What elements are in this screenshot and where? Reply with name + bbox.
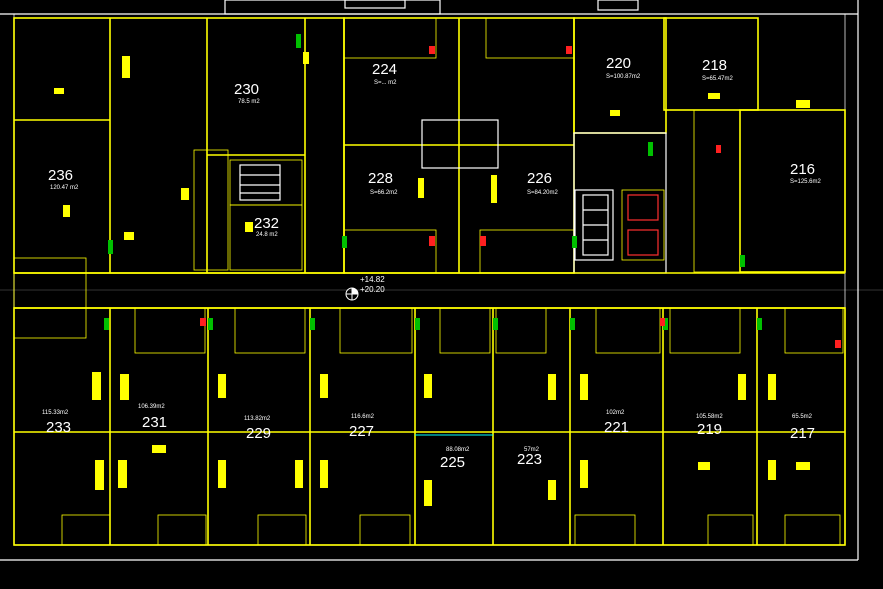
room-number: 217 — [790, 425, 815, 442]
room-number: 233 — [46, 419, 71, 436]
room-number: 231 — [142, 414, 167, 431]
room-221: 102m2 221 — [604, 410, 629, 436]
room-220: 220 S=100.87m2 — [606, 55, 641, 80]
room-223: 57m2 223 — [517, 447, 542, 468]
level-top: +14.82 — [360, 275, 385, 284]
room-area: 113.82m2 — [244, 416, 271, 422]
room-area: S=65.47m2 — [702, 76, 734, 82]
room-area: S=... m2 — [374, 80, 397, 86]
room-area: 115.33m2 — [42, 410, 69, 416]
room-236: 236 120.47 m2 — [48, 167, 79, 191]
room-225: 88.08m2 225 — [440, 447, 470, 471]
lower-walls — [13, 307, 846, 546]
room-area: 57m2 — [524, 447, 540, 453]
room-number: 220 — [606, 55, 631, 72]
level-marker: +14.82 +20.20 — [345, 275, 385, 301]
room-number: 227 — [349, 423, 374, 440]
room-area: 78.5 m2 — [238, 99, 260, 105]
room-area: S=100.87m2 — [606, 74, 641, 80]
room-area: S=84.20m2 — [527, 190, 559, 196]
room-232: 232 24.8 m2 — [254, 215, 279, 238]
room-number: 225 — [440, 454, 465, 471]
room-number: 218 — [702, 57, 727, 74]
level-bottom: +20.20 — [360, 285, 385, 294]
room-area: 120.47 m2 — [50, 185, 79, 191]
room-230: 230 78.5 m2 — [234, 81, 260, 105]
stairs — [239, 164, 609, 256]
room-number: 216 — [790, 161, 815, 178]
drawing-frame — [0, 0, 859, 561]
room-area: 24.8 m2 — [256, 232, 278, 238]
room-area: S=125.6m2 — [790, 179, 822, 185]
room-226: 226 S=84.20m2 — [527, 170, 559, 196]
room-labels: 236 120.47 m2 230 78.5 m2 232 24.8 m2 22… — [42, 55, 822, 471]
room-227: 116.6m2 227 — [349, 414, 375, 440]
room-area: 116.6m2 — [351, 414, 375, 420]
room-number: 228 — [368, 170, 393, 187]
room-228: 228 S=66.2m2 — [368, 170, 398, 196]
room-number: 226 — [527, 170, 552, 187]
room-area: S=66.2m2 — [370, 190, 398, 196]
room-area: 102m2 — [606, 410, 625, 416]
room-224: 224 S=... m2 — [372, 61, 397, 86]
room-area: 105.58m2 — [696, 414, 723, 420]
room-number: 224 — [372, 61, 397, 78]
fixtures — [54, 52, 810, 506]
room-231: 106.39m2 231 — [138, 404, 167, 431]
room-233: 115.33m2 233 — [42, 410, 71, 436]
room-number: 236 — [48, 167, 73, 184]
room-area: 88.08m2 — [446, 447, 470, 453]
room-number: 223 — [517, 451, 542, 468]
room-216: 216 S=125.6m2 — [790, 161, 822, 185]
room-area: 65.5m2 — [792, 414, 813, 420]
room-number: 221 — [604, 419, 629, 436]
room-229: 113.82m2 229 — [244, 416, 271, 442]
room-number: 232 — [254, 215, 279, 232]
room-219: 105.58m2 219 — [696, 414, 723, 438]
room-number: 230 — [234, 81, 259, 98]
corridor — [0, 257, 883, 339]
room-area: 106.39m2 — [138, 404, 165, 410]
door-symbols — [104, 34, 841, 348]
room-218: 218 S=65.47m2 — [702, 57, 734, 82]
room-number: 229 — [246, 425, 271, 442]
room-217: 65.5m2 217 — [790, 414, 815, 442]
room-number: 219 — [697, 421, 722, 438]
